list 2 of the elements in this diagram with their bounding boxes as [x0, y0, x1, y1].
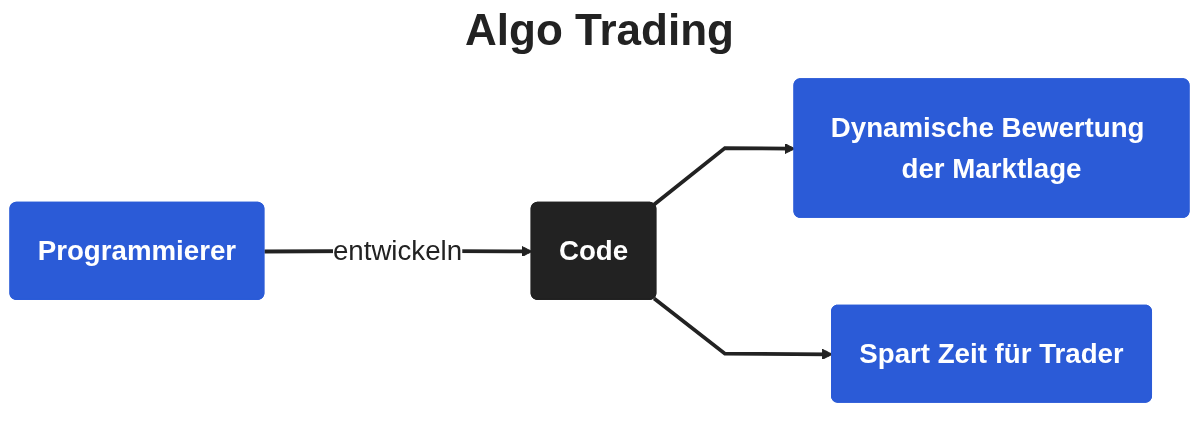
edge-label: entwickeln: [332, 235, 463, 267]
title: Algo Trading: [465, 4, 734, 56]
